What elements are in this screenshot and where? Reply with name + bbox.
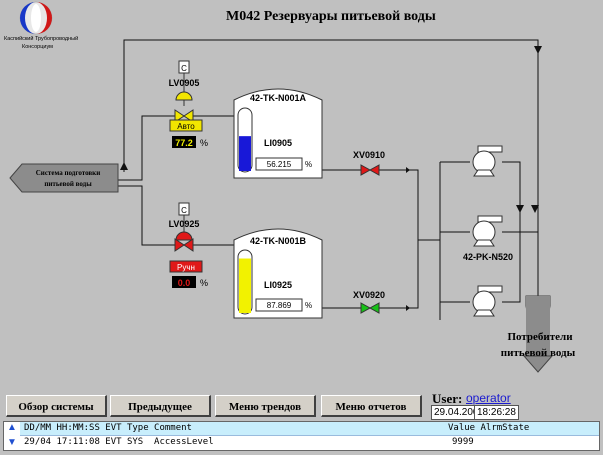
valve-icon	[174, 238, 185, 252]
tank-42-tk-n001b[interactable]: 42-TK-N001B LI0925 87.869 %	[233, 228, 323, 319]
consumers-label-line1: Потребители	[507, 331, 573, 343]
mode-box-label: C	[181, 206, 187, 215]
source-system-tag[interactable]: Система подготовки питьевой воды	[9, 163, 119, 193]
screen-title: M042 Резервуары питьевой воды	[226, 9, 436, 24]
user-name-link[interactable]: operator	[466, 391, 511, 405]
level-value: 56.215	[267, 160, 292, 169]
pipe-network	[118, 39, 539, 320]
valve-icon	[174, 109, 185, 123]
valve-icon	[360, 164, 372, 176]
level-tag: LI0905	[264, 138, 292, 148]
consumers-label-line2: питьевой воды	[501, 347, 576, 359]
alarm-header	[20, 422, 599, 436]
actuator-icon	[175, 231, 193, 241]
level-display	[255, 157, 303, 171]
alarm-row-value: 9999	[452, 437, 474, 447]
company-logo	[19, 1, 53, 35]
output-unit: %	[200, 278, 208, 288]
source-label-line1: Система подготовки	[36, 169, 101, 177]
output-unit: %	[200, 138, 208, 148]
pump-2[interactable]	[472, 215, 503, 247]
alarm-header-columns: DD/MM HH:MM:SS EVT Type Comment	[24, 423, 192, 433]
output-display	[172, 276, 196, 288]
output-value: 0.0	[178, 278, 191, 288]
mode-indicator[interactable]	[169, 119, 203, 132]
level-unit: %	[305, 160, 312, 169]
valve-icon	[368, 302, 380, 314]
date-display: 29.04.2009	[431, 405, 488, 420]
valve-icon	[183, 109, 194, 123]
company-name-line1: Каспийский Трубопроводный	[4, 35, 78, 42]
time-display: 18:26:28	[474, 405, 519, 420]
valve-xv0920[interactable]: XV0920	[353, 290, 385, 314]
trends-menu-button[interactable]: Меню трендов	[215, 395, 316, 417]
actuator-icon	[175, 91, 193, 101]
scroll-up-icon[interactable]: ▲	[7, 422, 17, 433]
output-value: 77.2	[175, 138, 193, 148]
valve-icon	[360, 302, 372, 314]
process-mimic: Каспийский Трубопроводный Консорциум M04…	[4, 1, 576, 373]
arrow-down-icon	[531, 205, 539, 213]
level-display	[255, 298, 303, 312]
tank-name: 42-TK-N001B	[250, 236, 307, 246]
previous-button[interactable]: Предыдущее	[110, 395, 211, 417]
level-gauge-fill	[239, 258, 251, 313]
alarm-panel: ▲ ▼ DD/MM HH:MM:SS EVT Type Comment Valu…	[3, 421, 600, 451]
level-gauge-fill	[239, 136, 251, 171]
tank-name: 42-TK-N001A	[250, 93, 307, 103]
output-display	[172, 136, 196, 148]
arrow-right-icon	[406, 167, 410, 173]
company-name-line2: Консорциум	[22, 44, 53, 50]
mode-label: Авто	[177, 122, 195, 131]
overview-button[interactable]: Обзор системы	[6, 395, 107, 417]
level-unit: %	[305, 301, 312, 310]
pump-3[interactable]	[472, 285, 503, 317]
valve-tag: XV0910	[353, 150, 385, 160]
scroll-down-icon[interactable]: ▼	[7, 437, 17, 448]
valve-tag: XV0920	[353, 290, 385, 300]
level-tag: LI0925	[264, 280, 292, 290]
level-value: 87.869	[267, 301, 292, 310]
navigation-bar: Обзор системы Предыдущее Меню трендов Ме…	[0, 392, 603, 422]
valve-icon	[368, 164, 380, 176]
pump-1[interactable]	[472, 145, 503, 177]
alarm-row[interactable]: 29/04 17:11:08 EVT SYS AccessLevel	[24, 437, 214, 447]
valve-xv0910[interactable]: XV0910	[353, 150, 385, 176]
mode-indicator[interactable]	[169, 260, 203, 273]
arrow-up-icon	[120, 162, 128, 170]
arrow-right-icon	[406, 305, 410, 311]
consumers-tag[interactable]	[522, 295, 554, 373]
valve-icon	[183, 238, 194, 252]
level-control-lv0925[interactable]: C LV0925 Ручн 0.0 %	[169, 202, 208, 288]
user-label: User:	[432, 391, 463, 406]
alarm-header-value-columns: Value AlrmState	[448, 423, 530, 433]
reports-menu-button[interactable]: Меню отчетов	[321, 395, 422, 417]
mode-box-label: C	[181, 64, 187, 73]
arrow-down-icon	[534, 46, 542, 54]
tank-42-tk-n001a[interactable]: 42-TK-N001A LI0905 56.215 %	[233, 88, 323, 179]
mode-label: Ручн	[177, 263, 195, 272]
arrow-down-icon	[516, 205, 524, 213]
pump-tag: 42-PK-N520	[463, 252, 513, 262]
level-control-lv0905[interactable]: C LV0905 Авто 77.2 %	[169, 60, 208, 148]
source-label-line2: питьевой воды	[44, 180, 92, 188]
